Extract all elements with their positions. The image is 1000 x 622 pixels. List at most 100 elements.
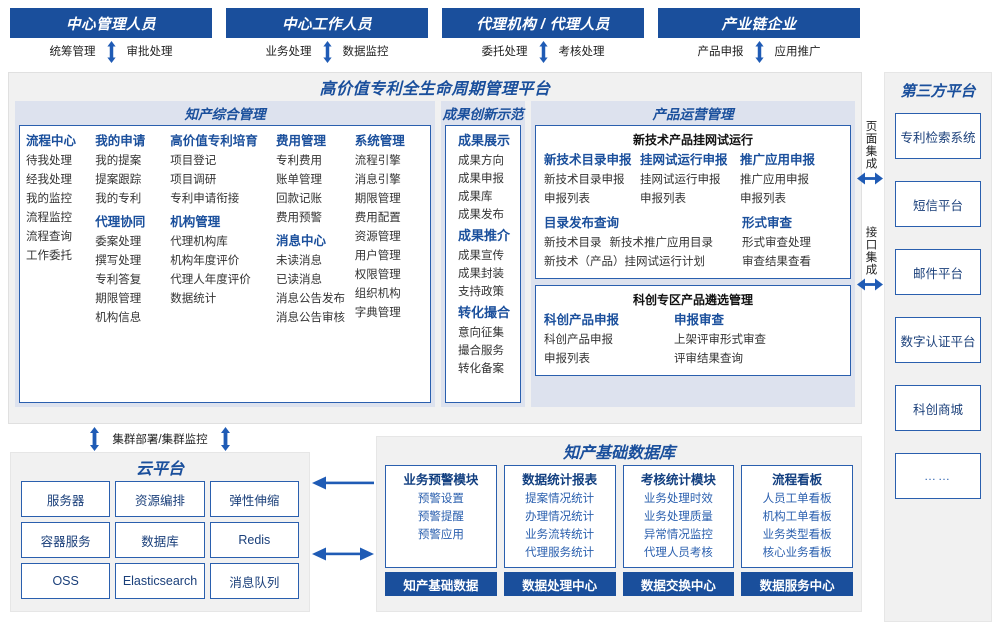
list-item[interactable]: 意向征集 [458, 327, 504, 339]
cloud-cell-4[interactable]: 数据库 [115, 522, 205, 558]
cloud-cell-0[interactable]: 服务器 [21, 481, 111, 517]
list-item[interactable]: 业务类型看板 [762, 529, 832, 541]
list-item[interactable]: 期限管理 [354, 193, 401, 205]
list-item[interactable]: 核心业务看板 [762, 547, 832, 559]
cloud-cell-5[interactable]: Redis [209, 522, 299, 558]
list-item[interactable]: 字典管理 [354, 307, 401, 319]
list-item[interactable]: 流程引擎 [354, 155, 401, 167]
list-item[interactable]: 申报列表 [544, 353, 590, 365]
list-item[interactable]: 代理人员考核 [643, 547, 713, 559]
list-item[interactable]: 数据统计 [170, 293, 217, 305]
list-item[interactable]: 我的监控 [26, 193, 72, 205]
third-party-item-1[interactable]: 短信平台 [895, 181, 981, 227]
list-item[interactable]: 权限管理 [354, 269, 401, 281]
chanpin-group-2: 推广应用申报推广应用申报申报列表 [740, 151, 840, 209]
list-item[interactable]: 消息公告审核 [275, 312, 345, 324]
cloud-cell-3[interactable]: 容器服务 [21, 522, 111, 558]
list-item[interactable]: 代理服务统计 [525, 547, 595, 559]
kdb-footer-button[interactable]: 数据处理中心 [503, 572, 616, 596]
list-item[interactable]: 代理人年度评价 [170, 274, 251, 286]
list-item[interactable]: 账单管理 [275, 174, 322, 186]
list-item[interactable]: 组织机构 [354, 288, 401, 300]
list-item[interactable]: 预警应用 [417, 529, 464, 541]
list-item[interactable]: 业务处理时效 [643, 493, 713, 505]
cloud-cell-1[interactable]: 资源编排 [115, 481, 205, 517]
list-item[interactable]: 成果封装 [458, 268, 504, 280]
list-item[interactable]: 专利费用 [275, 155, 322, 167]
list-item[interactable]: 撮合服务 [458, 345, 504, 357]
list-item[interactable]: 项目调研 [170, 174, 217, 186]
list-item[interactable]: 新技术（产品）挂网试运行计划 [544, 256, 705, 268]
list-item[interactable]: 工作委托 [26, 250, 72, 262]
list-item[interactable]: 异常情况监控 [643, 529, 713, 541]
list-item[interactable]: 提案情况统计 [525, 493, 595, 505]
list-item[interactable]: 我的提案 [95, 155, 142, 167]
kdb-footer-button[interactable]: 知产基础数据 [385, 572, 497, 596]
list-item[interactable]: 成果发布 [458, 209, 504, 221]
list-item[interactable]: 未读消息 [275, 255, 322, 267]
list-item[interactable]: 推广应用申报 [740, 174, 809, 186]
group-heading: 申报审查 [674, 313, 725, 327]
list-item[interactable]: 成果申报 [458, 173, 504, 185]
cloud-cell-6[interactable]: OSS [21, 563, 111, 599]
list-item[interactable]: 支持政策 [458, 286, 504, 298]
list-item[interactable]: 成果库 [458, 191, 493, 203]
list-item[interactable]: 业务处理质量 [643, 511, 713, 523]
list-item[interactable]: 我的专利 [95, 193, 142, 205]
cloud-cell-2[interactable]: 弹性伸缩 [209, 481, 299, 517]
list-item[interactable]: 撰写处理 [95, 255, 142, 267]
list-item[interactable]: 资源管理 [354, 231, 401, 243]
list-item[interactable]: 流程监控 [26, 212, 72, 224]
list-item[interactable]: 新技术目录申报 [544, 174, 625, 186]
third-party-item-4[interactable]: 科创商城 [895, 385, 981, 431]
third-party-item-5[interactable]: …… [895, 453, 981, 499]
list-item[interactable]: 预警设置 [417, 493, 464, 505]
list-item[interactable]: 业务流转统计 [525, 529, 595, 541]
list-item[interactable]: 审查结果查看 [742, 256, 811, 268]
list-item[interactable]: 科创产品申报 [544, 334, 613, 346]
cloud-cell-7[interactable]: Elasticsearch [115, 563, 205, 599]
list-item[interactable]: 费用预警 [275, 212, 322, 224]
list-item[interactable]: 回款记账 [275, 193, 322, 205]
list-item[interactable]: 新技术目录 [544, 237, 602, 249]
list-item[interactable]: 成果宣传 [458, 250, 504, 262]
list-item[interactable]: 费用配置 [354, 212, 401, 224]
list-item[interactable]: 申报列表 [740, 193, 786, 205]
list-item[interactable]: 上架评审形式审查 [674, 334, 766, 346]
third-party-item-2[interactable]: 邮件平台 [895, 249, 981, 295]
list-item[interactable]: 机构工单看板 [762, 511, 832, 523]
list-item[interactable]: 代理机构库 [170, 236, 228, 248]
list-item[interactable]: 办理情况统计 [525, 511, 595, 523]
list-item[interactable]: 项目登记 [170, 155, 217, 167]
list-item[interactable]: 机构年度评价 [170, 255, 240, 267]
list-item[interactable]: 专利答复 [95, 274, 142, 286]
list-item[interactable]: 待我处理 [26, 155, 72, 167]
list-item[interactable]: 流程查询 [26, 231, 72, 243]
third-party-item-3[interactable]: 数字认证平台 [895, 317, 981, 363]
list-item[interactable]: 挂网试运行申报 [640, 174, 721, 186]
integration-arrow [857, 172, 883, 190]
list-item[interactable]: 申报列表 [640, 193, 686, 205]
list-item[interactable]: 人员工单看板 [762, 493, 832, 505]
list-item[interactable]: 形式审查处理 [742, 237, 811, 249]
list-item[interactable]: 委案处理 [95, 236, 142, 248]
third-party-item-0[interactable]: 专利检索系统 [895, 113, 981, 159]
list-item[interactable]: 专利申请衔接 [170, 193, 240, 205]
list-item[interactable]: 提案跟踪 [95, 174, 142, 186]
list-item[interactable]: 经我处理 [26, 174, 72, 186]
list-item[interactable]: 预警提醒 [417, 511, 464, 523]
list-item[interactable]: 用户管理 [354, 250, 401, 262]
list-item[interactable]: 已读消息 [275, 274, 322, 286]
list-item[interactable]: 机构信息 [95, 312, 142, 324]
list-item[interactable]: 期限管理 [95, 293, 142, 305]
kdb-footer-button[interactable]: 数据交换中心 [622, 572, 735, 596]
list-item[interactable]: 申报列表 [544, 193, 590, 205]
list-item[interactable]: 消息引擎 [354, 174, 401, 186]
list-item[interactable]: 转化备案 [458, 363, 504, 375]
list-item[interactable]: 新技术推广应用目录 [609, 237, 714, 249]
list-item[interactable]: 消息公告发布 [275, 293, 345, 305]
cloud-cell-8[interactable]: 消息队列 [209, 563, 299, 599]
list-item[interactable]: 评审结果查询 [674, 353, 743, 365]
list-item[interactable]: 成果方向 [458, 155, 504, 167]
kdb-footer-button[interactable]: 数据服务中心 [741, 572, 853, 596]
